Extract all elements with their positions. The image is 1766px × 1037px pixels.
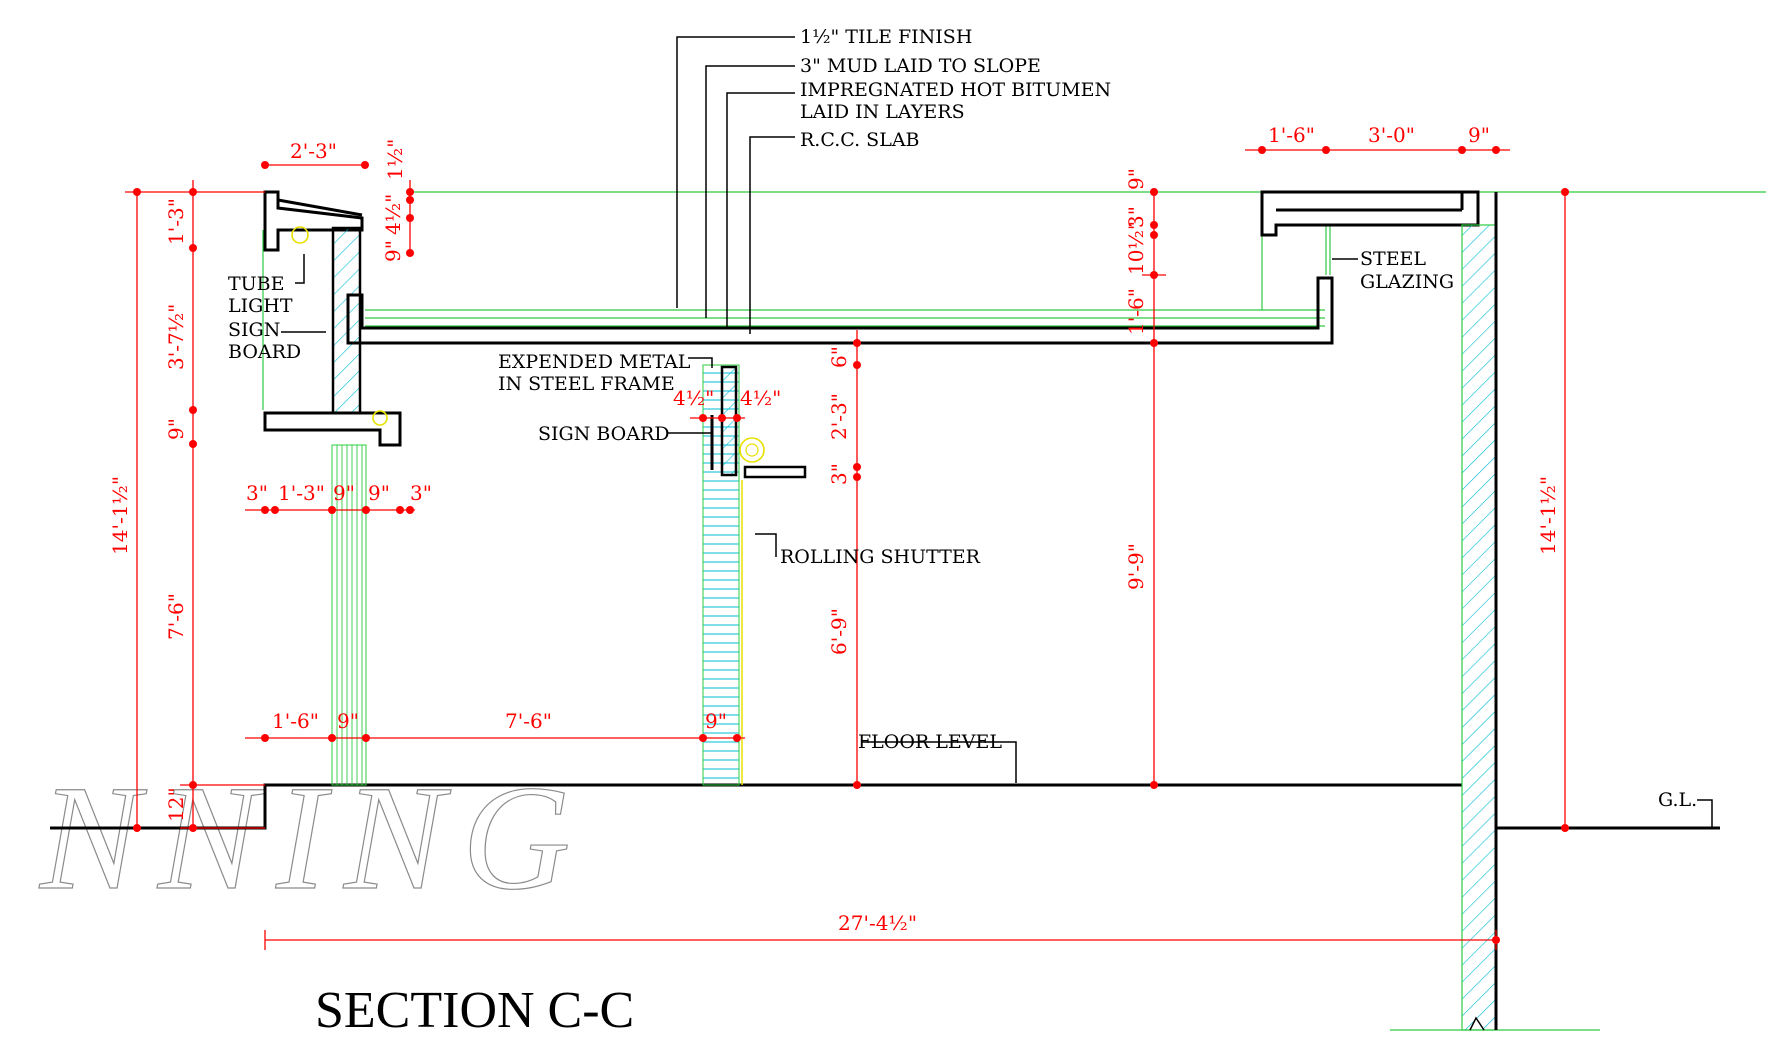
label-tube-2: LIGHT: [228, 295, 293, 317]
dim-overall: 27'-4½": [838, 911, 917, 935]
dim-rt-1-6: 1'-6": [1268, 123, 1315, 147]
middle-column: [702, 364, 807, 786]
label-floor-level: FLOOR LEVEL: [858, 731, 1002, 753]
leader-lines: [281, 36, 1713, 828]
light-fixture-icon: [372, 410, 388, 426]
label-mud: 3" MUD LAID TO SLOPE: [800, 55, 1041, 77]
dim-r-9-9: 9'-9": [1124, 543, 1148, 590]
tube-light-icon: [291, 226, 309, 244]
label-expanded-1: EXPENDED METAL: [498, 351, 691, 373]
dim-mid-6-9: 6'-9": [827, 608, 851, 655]
dim-mid-6: 6": [827, 346, 851, 368]
roof-slab: [346, 276, 1334, 345]
label-tube-1: TUBE: [228, 273, 285, 295]
dim-top-4-half: 4½": [381, 194, 405, 235]
ground-line: [50, 783, 1720, 830]
dim-right-total: 14'-1½": [1536, 476, 1560, 555]
page-title: SECTION C-C: [315, 982, 634, 1037]
dim-mid-3: 3": [827, 463, 851, 485]
dim-left-12: 12": [164, 787, 188, 822]
guide-lines: [262, 191, 1766, 1031]
dim-bot-1-6: 1'-6": [272, 709, 319, 733]
dim-col-9a: 9": [333, 481, 355, 505]
left-canopy: [263, 190, 402, 786]
annotation-labels: 1½" TILE FINISH 3" MUD LAID TO SLOPE IMP…: [228, 26, 1697, 811]
label-rolling-shutter: ROLLING SHUTTER: [780, 546, 981, 568]
dim-left-7-6: 7'-6": [164, 593, 188, 640]
dim-rt-9: 9": [1468, 123, 1490, 147]
label-sign-board: SIGN BOARD: [538, 423, 670, 445]
dimension-dots: [133, 146, 1569, 944]
dim-bot-9b: 9": [705, 709, 727, 733]
dim-bot-9a: 9": [337, 709, 359, 733]
dim-left-3-7half: 3'-7½": [164, 304, 188, 370]
dim-col-1-3: 1'-3": [278, 481, 325, 505]
dim-col-9b: 9": [368, 481, 390, 505]
label-bitumen-1: IMPREGNATED HOT BITUMEN: [800, 79, 1111, 101]
dim-rt-3-0: 3'-0": [1368, 123, 1415, 147]
dim-col-3a: 3": [246, 481, 268, 505]
label-steel-2: GLAZING: [1360, 271, 1454, 293]
dim-mid-4half-b: 4½": [740, 386, 781, 410]
label-bitumen-2: LAID IN LAYERS: [800, 101, 965, 123]
label-gl: G.L.: [1658, 789, 1697, 811]
dim-r-10half: 10½": [1124, 221, 1148, 275]
shutter-roll-icon: [739, 437, 765, 463]
watermark-text: NNING: [38, 755, 588, 921]
dim-col-3b: 3": [410, 481, 432, 505]
dim-top-9: 9": [381, 240, 405, 262]
dim-bot-7-6: 7'-6": [505, 709, 552, 733]
dimension-texts: 2'-3" 1½" 4½" 9" 1'-3" 3'-7½" 9" 7'-6" 1…: [108, 123, 1560, 935]
label-tile-finish: 1½" TILE FINISH: [800, 26, 972, 48]
right-canopy: [1260, 190, 1498, 1031]
label-sign-1: SIGN: [228, 319, 280, 341]
label-expanded-2: IN STEEL FRAME: [498, 373, 675, 395]
dim-r-3: 3": [1124, 206, 1148, 228]
dim-mid-2-3: 2'-3": [827, 393, 851, 440]
label-sign-2: BOARD: [228, 341, 301, 363]
dim-top-1-half: 1½": [383, 139, 407, 180]
dim-mid-4half-a: 4½": [673, 386, 714, 410]
label-rcc-slab: R.C.C. SLAB: [800, 129, 920, 151]
dim-left-1-3: 1'-3": [164, 198, 188, 245]
label-steel-1: STEEL: [1360, 248, 1426, 270]
dim-left-9: 9": [164, 418, 188, 440]
dim-left-total: 14'-1½": [108, 476, 132, 555]
dim-top-2-3: 2'-3": [290, 139, 337, 163]
dim-r-9: 9": [1124, 168, 1148, 190]
dim-r-1-6: 1'-6": [1124, 288, 1148, 335]
